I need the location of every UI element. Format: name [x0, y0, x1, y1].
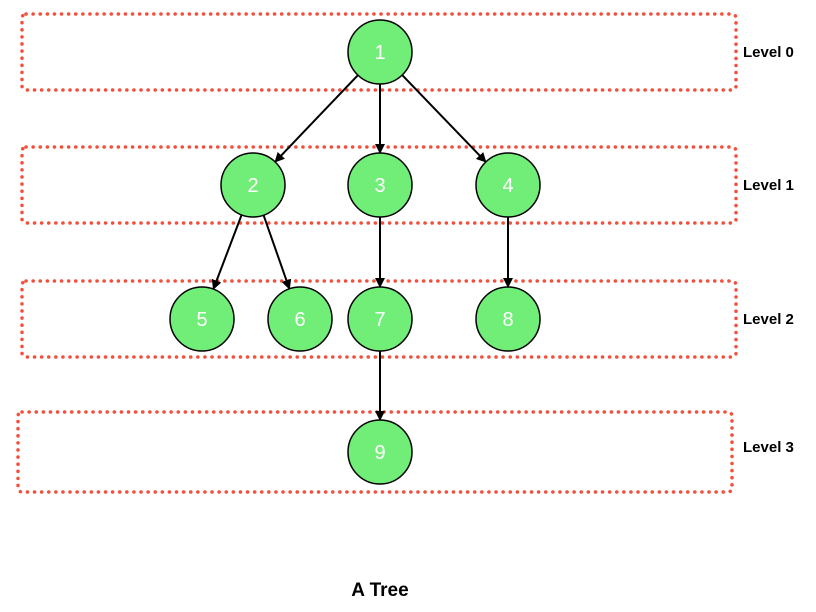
node-circle-2 [220, 152, 286, 218]
tree-node-6: 6 [267, 286, 333, 352]
level-2-box [20, 279, 738, 359]
node-label-3: 3 [374, 175, 385, 197]
node-label-9: 9 [374, 442, 385, 464]
node-label-7: 7 [374, 309, 385, 331]
tree-node-3: 3 [347, 152, 413, 218]
edge-2-to-6 [262, 214, 292, 290]
tree-node-7: 7 [347, 286, 413, 352]
tree-node-9: 9 [347, 419, 413, 485]
tree-node-2: 2 [220, 152, 286, 218]
edge-1-to-2 [274, 74, 359, 163]
node-label-8: 8 [502, 309, 513, 331]
node-label-1: 1 [374, 42, 385, 64]
diagram-caption: A Tree [351, 580, 409, 601]
node-circle-9 [347, 419, 413, 485]
node-label-4: 4 [502, 175, 513, 197]
node-circle-1 [347, 19, 413, 85]
node-label-5: 5 [196, 309, 207, 331]
tree-node-5: 5 [169, 286, 235, 352]
tree-node-8: 8 [475, 286, 541, 352]
tree-node-1: 1 [347, 19, 413, 85]
level-2-label: Level 2 [743, 311, 794, 328]
node-circle-6 [267, 286, 333, 352]
node-circle-5 [169, 286, 235, 352]
level-3-box [16, 410, 734, 494]
level-1-label: Level 1 [743, 177, 794, 194]
node-label-6: 6 [294, 309, 305, 331]
level-0-label: Level 0 [743, 44, 794, 61]
node-circle-3 [347, 152, 413, 218]
level-1-box [20, 145, 738, 225]
level-3-label: Level 3 [743, 439, 794, 456]
node-circle-8 [475, 286, 541, 352]
node-circle-4 [475, 152, 541, 218]
node-circle-7 [347, 286, 413, 352]
node-label-2: 2 [247, 175, 258, 197]
tree-node-4: 4 [475, 152, 541, 218]
level-0-box [20, 12, 738, 92]
edge-2-to-5 [211, 214, 243, 291]
edge-1-to-4 [401, 74, 487, 163]
